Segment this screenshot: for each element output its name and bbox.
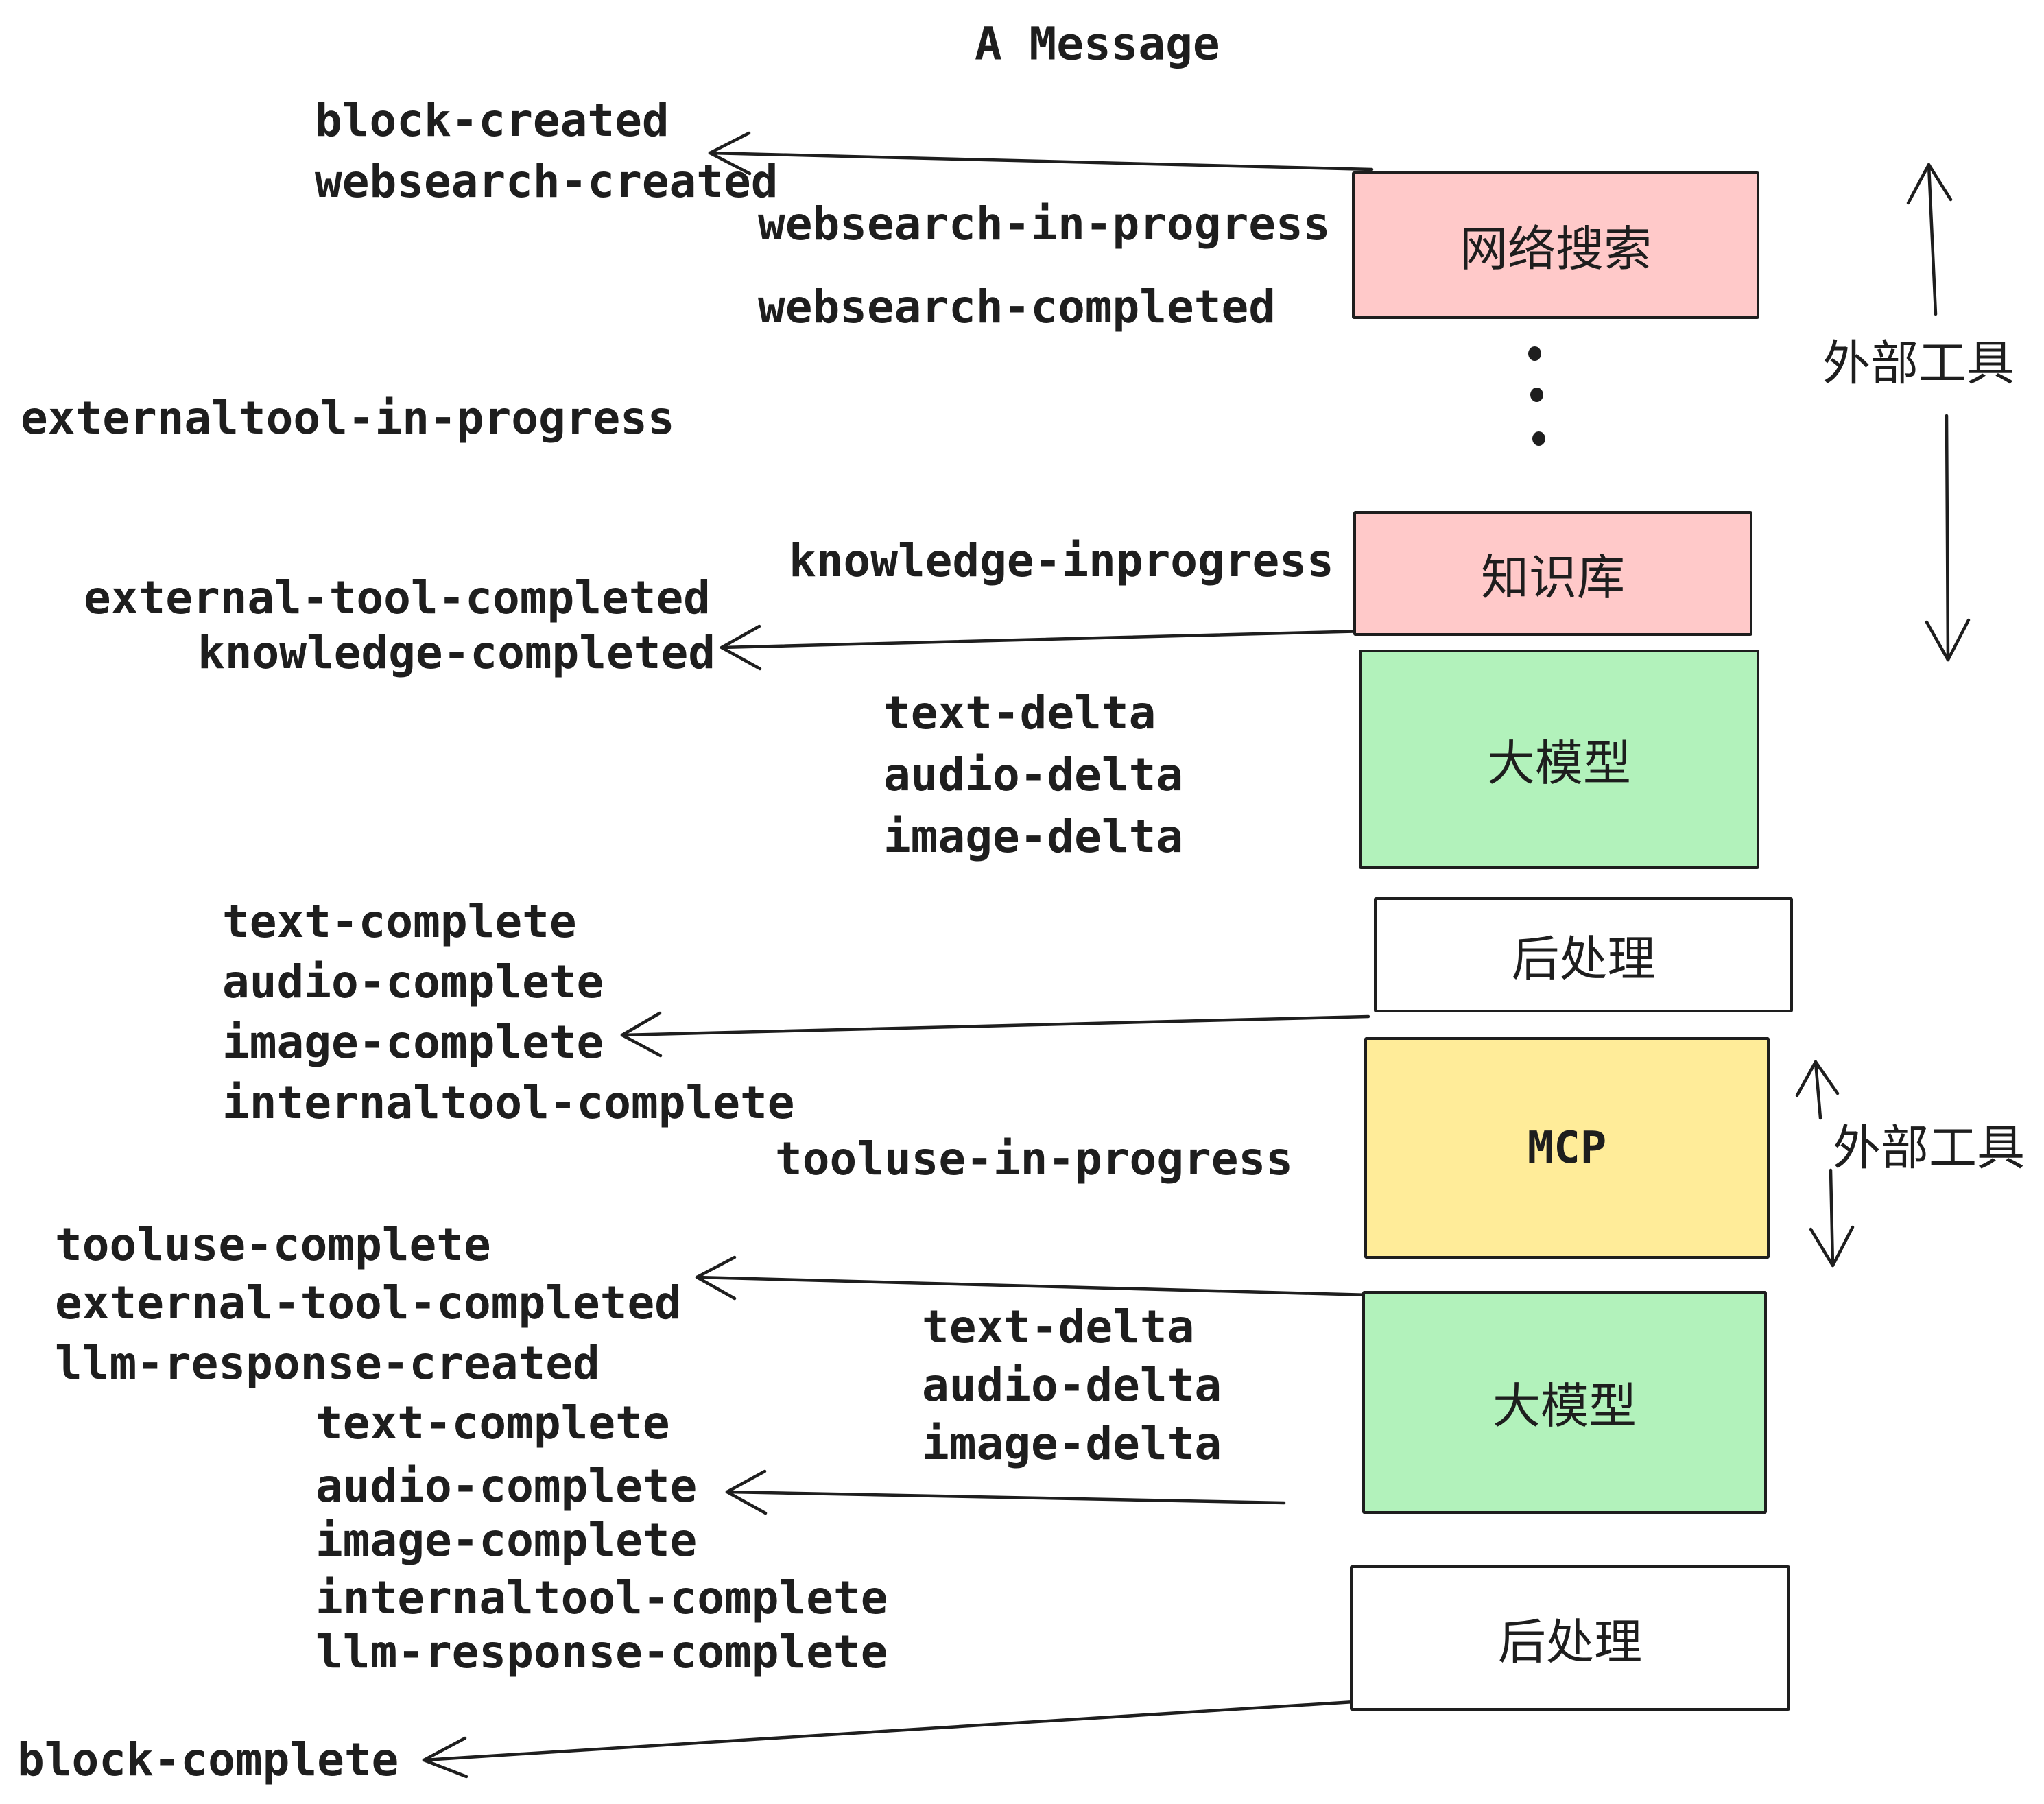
external-tools-down-arrow-1 [1925, 414, 1971, 662]
arrow-to-knowledge-completed [720, 624, 1370, 671]
post-processing-box-2: 后处理 [1350, 1565, 1790, 1711]
event-text-complete-2: text-complete [316, 1397, 670, 1449]
websearch-box: 网络搜索 [1352, 171, 1759, 319]
llm-box-1-label: 大模型 [1487, 735, 1631, 792]
llm-box-1: 大模型 [1359, 650, 1759, 869]
post-processing-box-2-label: 后处理 [1498, 1613, 1642, 1670]
external-tools-up-arrow-1 [1906, 163, 1953, 316]
event-text-delta-2: text-delta [922, 1301, 1195, 1353]
event-image-delta-2: image-delta [922, 1417, 1222, 1470]
external-tools-label-1: 外部工具 [1822, 335, 2015, 392]
ellipsis-dot [1528, 346, 1541, 361]
arrow-to-websearch-created [708, 131, 1374, 176]
event-external-tool-completed-1: external-tool-completed [84, 571, 711, 624]
mcp-box: MCP [1364, 1037, 1770, 1259]
event-audio-delta-2: audio-delta [922, 1359, 1222, 1412]
event-image-complete-2: image-complete [316, 1514, 698, 1567]
llm-box-2-label: 大模型 [1493, 1378, 1637, 1434]
event-external-tool-completed-2: external-tool-completed [55, 1277, 682, 1329]
event-image-delta-1: image-delta [883, 810, 1184, 863]
arrow-to-image-complete [620, 1011, 1370, 1058]
post-processing-box-1-label: 后处理 [1511, 930, 1656, 987]
ellipsis-dot [1532, 431, 1545, 446]
event-tooluse-in-progress: tooluse-in-progress [775, 1132, 1293, 1185]
diagram-title: A Message [975, 17, 1220, 71]
external-tools-up-arrow-2 [1795, 1060, 1840, 1120]
knowledge-box-label: 知识库 [1481, 549, 1625, 606]
mcp-box-label: MCP [1527, 1122, 1607, 1174]
event-llm-response-created: llm-response-created [55, 1337, 600, 1390]
event-audio-delta-1: audio-delta [883, 748, 1184, 801]
event-audio-complete-2: audio-complete [316, 1460, 698, 1512]
event-text-complete-1: text-complete [222, 895, 577, 948]
arrow-to-audio-complete [725, 1469, 1286, 1515]
event-block-created: block-created [315, 94, 669, 147]
event-llm-response-complete: llm-response-complete [316, 1626, 888, 1678]
external-tools-label-2: 外部工具 [1833, 1119, 2025, 1176]
event-audio-complete-1: audio-complete [222, 956, 604, 1008]
arrow-to-block-complete [422, 1699, 1367, 1779]
ellipsis-dot [1530, 388, 1543, 402]
event-internaltool-complete-2: internaltool-complete [316, 1571, 888, 1624]
event-block-complete: block-complete [17, 1733, 399, 1786]
event-internaltool-complete-1: internaltool-complete [222, 1076, 795, 1129]
external-tools-down-arrow-2 [1809, 1168, 1855, 1268]
event-externaltool-in-progress: externaltool-in-progress [21, 392, 675, 444]
event-knowledge-completed: knowledge-completed [198, 626, 715, 679]
event-knowledge-inprogress: knowledge-inprogress [789, 534, 1334, 587]
event-websearch-completed: websearch-completed [758, 281, 1276, 333]
arrow-to-tooluse-complete [695, 1255, 1372, 1301]
event-tooluse-complete: tooluse-complete [55, 1218, 491, 1271]
event-websearch-created: websearch-created [315, 155, 779, 208]
websearch-box-label: 网络搜索 [1460, 221, 1652, 277]
event-image-complete-1: image-complete [222, 1016, 604, 1069]
llm-box-2: 大模型 [1362, 1291, 1767, 1514]
event-text-delta-1: text-delta [883, 687, 1156, 739]
event-websearch-in-progress: websearch-in-progress [758, 198, 1331, 250]
knowledge-box: 知识库 [1353, 511, 1752, 636]
post-processing-box-1: 后处理 [1374, 897, 1793, 1012]
